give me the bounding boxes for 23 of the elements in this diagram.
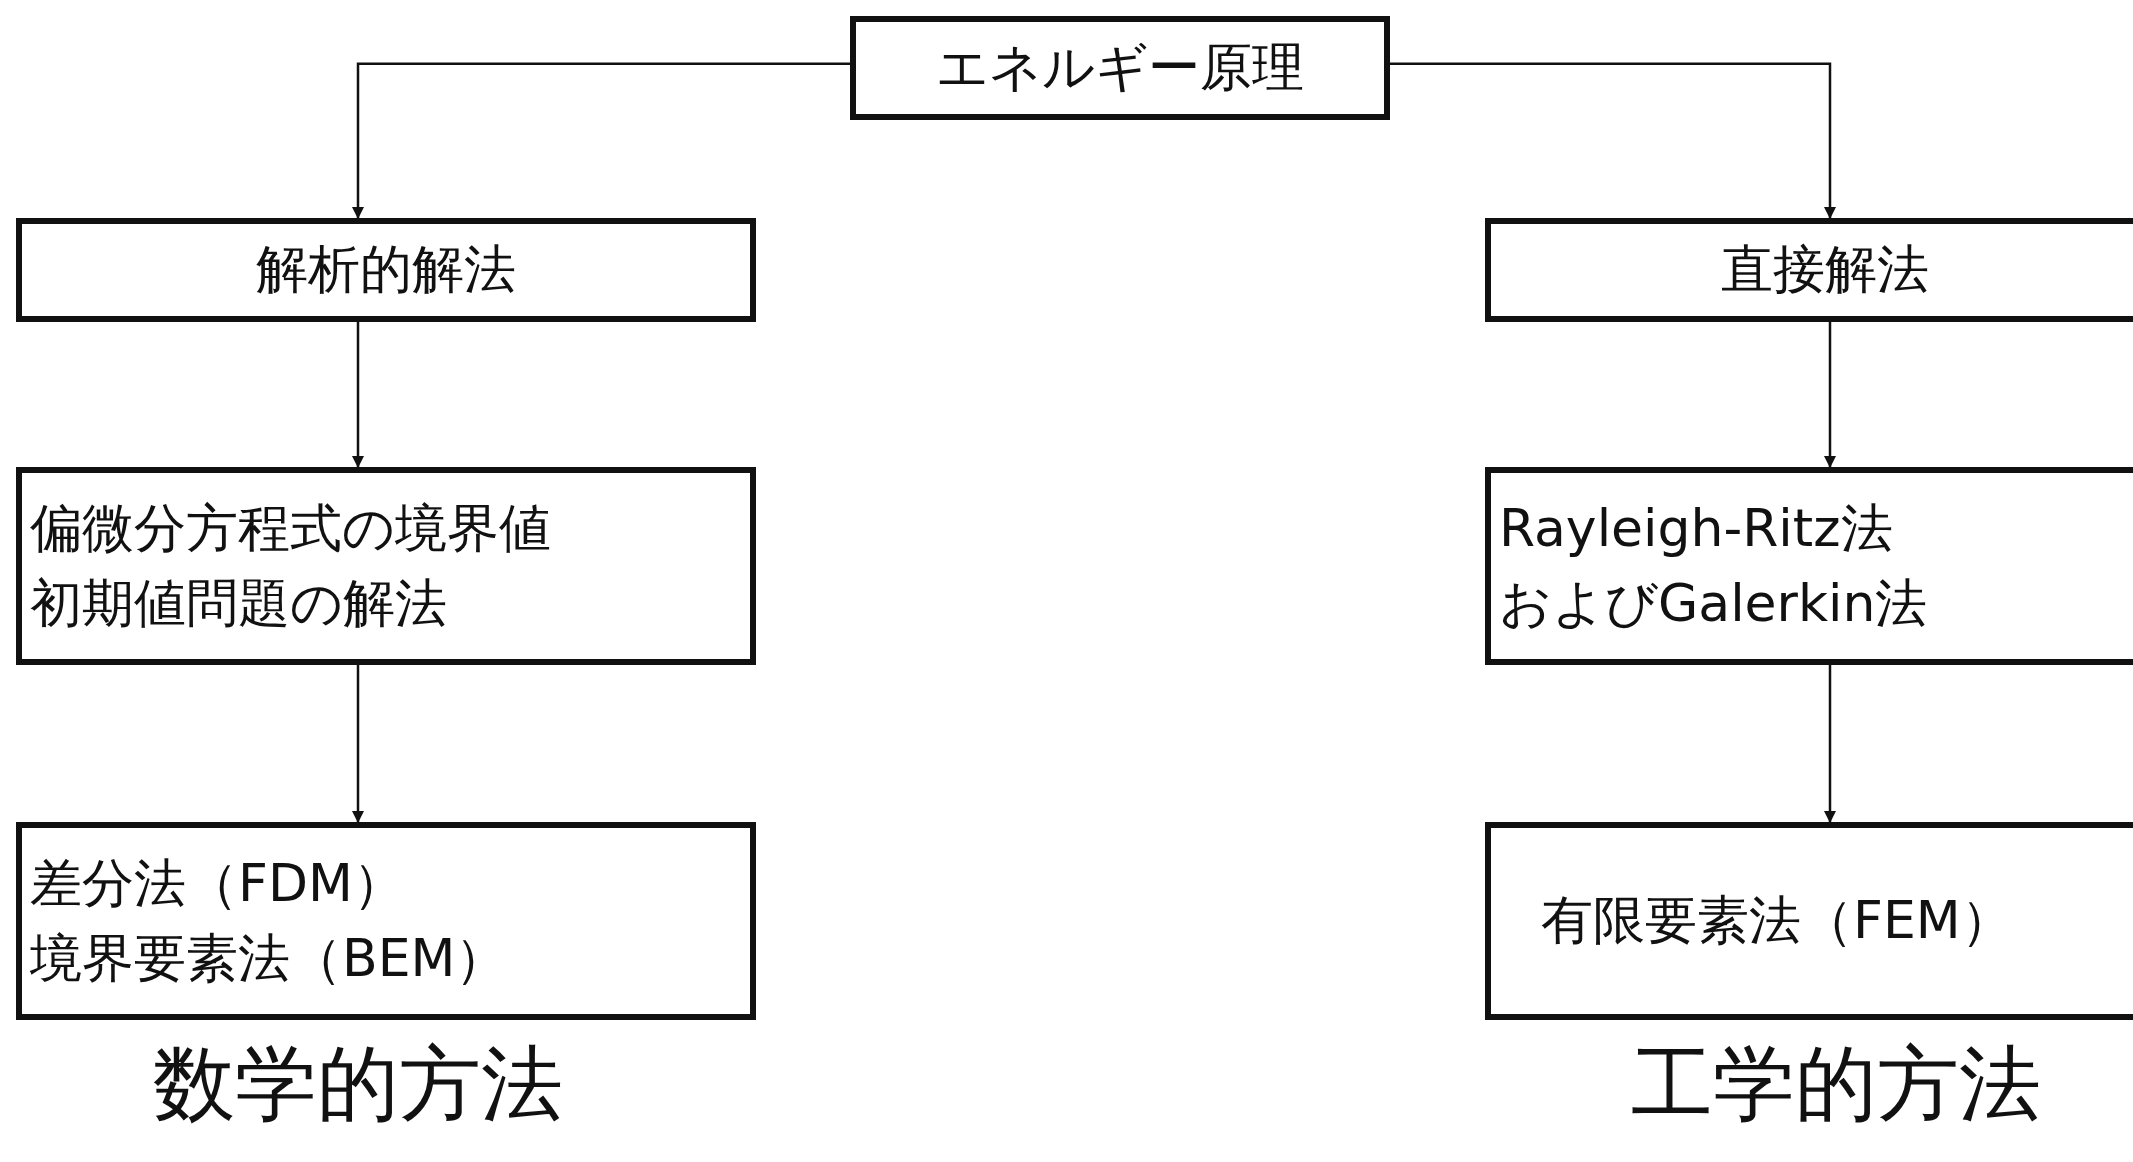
process-box [16,218,756,322]
process-box [16,822,756,1020]
box-text: エネルギー原理 [936,36,1304,100]
box-text: 境界要素法（BEM） [30,927,508,990]
box-text: 差分法（FDM） [30,851,405,915]
box-text: 偏微分方程式の境界値初期値問題の解法 [30,496,552,635]
arrow [352,665,364,823]
box-text: 解析的解法 [256,238,516,302]
arrow [1824,322,1836,468]
process-box [850,16,1390,120]
arrow [352,322,364,468]
column-caption: 数学的方法 [153,1035,563,1133]
arrow [1390,62,1836,219]
process-box [1485,822,2133,1020]
box-text: 直接解法 [1721,238,1929,302]
process-box [1485,218,2133,322]
column-caption: 工学的方法 [1631,1035,2041,1133]
process-box [1485,467,2133,665]
arrow [1824,665,1836,823]
process-box [16,467,756,665]
box-text: Rayleigh-Ritz法およびGalerkin法 [1499,496,1929,635]
arrow [352,62,850,219]
box-text: 有限要素法（FEM） [1541,889,2013,953]
